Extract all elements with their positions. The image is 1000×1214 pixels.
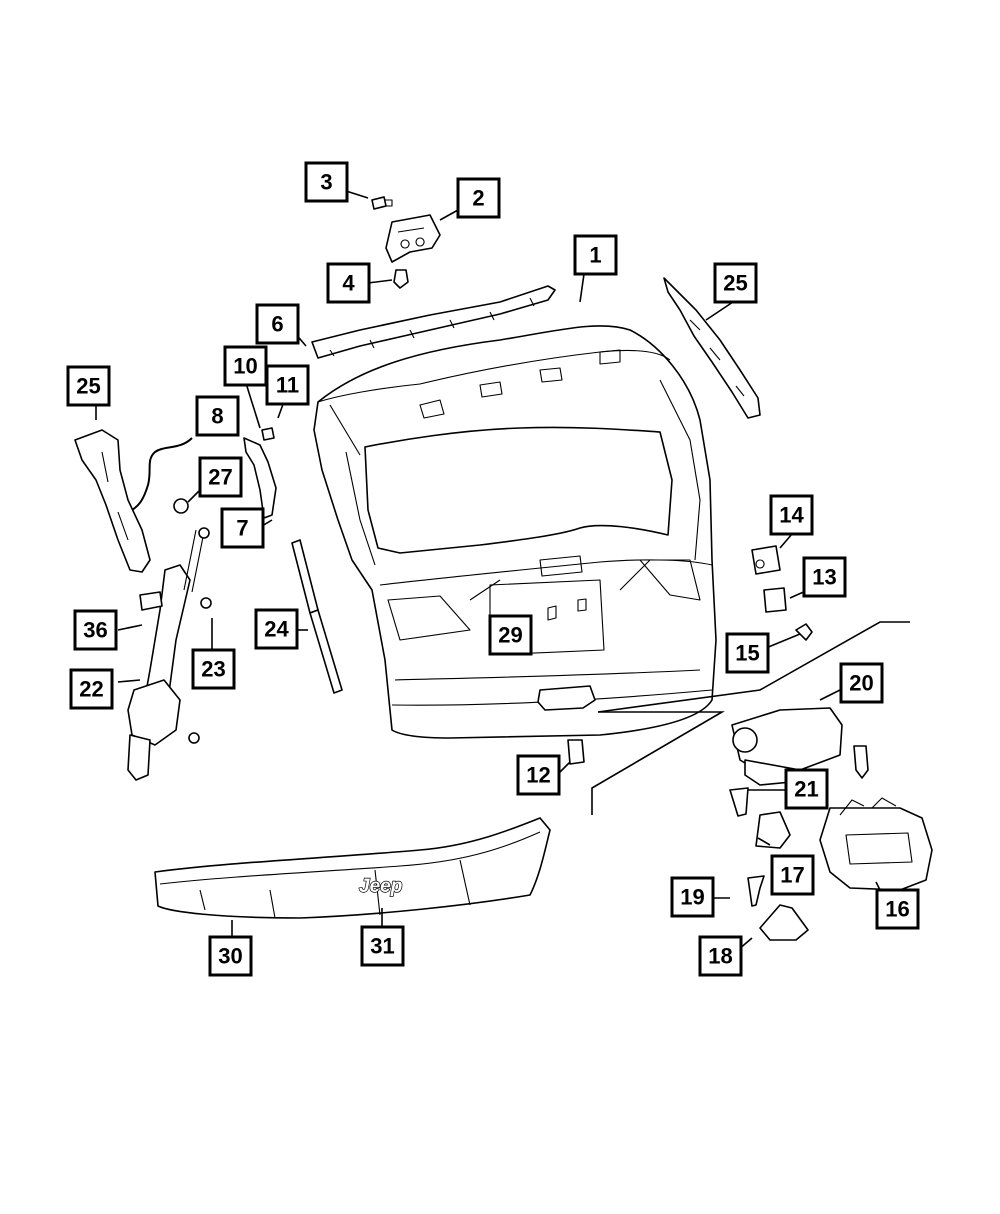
svg-text:15: 15 bbox=[735, 641, 759, 666]
wire-harness bbox=[131, 437, 193, 511]
bumper-15 bbox=[795, 623, 813, 641]
svg-text:25: 25 bbox=[723, 271, 747, 296]
callout-12: 12 bbox=[516, 754, 561, 796]
svg-text:11: 11 bbox=[276, 373, 299, 398]
svg-text:36: 36 bbox=[83, 618, 107, 643]
callout-22: 22 bbox=[69, 668, 114, 710]
svg-text:22: 22 bbox=[79, 677, 103, 702]
callout-23: 23 bbox=[191, 648, 236, 690]
svg-text:3: 3 bbox=[320, 170, 332, 195]
callout-6: 6 bbox=[255, 303, 300, 345]
callout-8: 8 bbox=[195, 395, 240, 437]
svg-text:1: 1 bbox=[589, 243, 601, 268]
svg-text:27: 27 bbox=[208, 465, 232, 490]
svg-text:10: 10 bbox=[233, 354, 257, 379]
base-plate-18 bbox=[759, 904, 809, 941]
svg-text:31: 31 bbox=[370, 934, 394, 959]
svg-text:7: 7 bbox=[236, 516, 248, 541]
callout-1: 1 bbox=[573, 234, 618, 276]
svg-text:29: 29 bbox=[498, 623, 522, 648]
callout-36: 36 bbox=[73, 609, 118, 651]
callout-25-right: 25 bbox=[713, 262, 758, 304]
callout-24: 24 bbox=[254, 608, 299, 650]
liftgate-panel bbox=[313, 325, 717, 739]
callout-21: 21 bbox=[784, 768, 829, 810]
svg-text:20: 20 bbox=[849, 671, 873, 696]
handle-assembly bbox=[819, 797, 933, 891]
callout-19: 19 bbox=[670, 876, 715, 918]
callout-14: 14 bbox=[769, 494, 814, 536]
striker bbox=[755, 811, 791, 849]
callout-15: 15 bbox=[725, 632, 770, 674]
upper-molding bbox=[311, 285, 556, 359]
latch-pin bbox=[729, 745, 869, 817]
detail-lines bbox=[591, 621, 910, 815]
callout-25-left: 25 bbox=[66, 365, 111, 407]
liftgate-actuator bbox=[127, 527, 210, 781]
bolt-23 bbox=[188, 597, 212, 744]
callout-13: 13 bbox=[802, 556, 847, 598]
right-strut-bracket bbox=[663, 277, 761, 419]
svg-text:12: 12 bbox=[526, 763, 550, 788]
svg-text:14: 14 bbox=[779, 503, 804, 528]
svg-text:18: 18 bbox=[708, 944, 732, 969]
bracket-7 bbox=[243, 437, 277, 519]
callout-3: 3 bbox=[304, 161, 349, 203]
hinge-bolt bbox=[371, 196, 393, 210]
callout-17: 17 bbox=[770, 854, 815, 896]
svg-text:17: 17 bbox=[780, 863, 804, 888]
callout-29: 29 bbox=[488, 614, 533, 656]
callout-18: 18 bbox=[698, 935, 743, 977]
clip-10 bbox=[261, 427, 275, 441]
svg-text:19: 19 bbox=[680, 885, 704, 910]
svg-text:21: 21 bbox=[794, 777, 818, 802]
callout-20: 20 bbox=[839, 662, 884, 704]
svg-text:25: 25 bbox=[76, 374, 100, 399]
emblem-text: Jeep bbox=[359, 876, 402, 897]
screw-19 bbox=[747, 875, 765, 907]
gas-strut-24 bbox=[291, 539, 343, 694]
light-housing-14 bbox=[751, 545, 781, 575]
gasket-13 bbox=[763, 587, 787, 613]
svg-text:8: 8 bbox=[211, 404, 223, 429]
left-strut-bracket bbox=[74, 429, 151, 573]
callout-27: 27 bbox=[198, 456, 243, 498]
callout-4: 4 bbox=[326, 262, 371, 304]
svg-text:16: 16 bbox=[885, 897, 909, 922]
svg-text:2: 2 bbox=[472, 186, 484, 211]
callout-11: 11 bbox=[265, 364, 310, 406]
callout-2: 2 bbox=[456, 177, 501, 219]
bumper-stop-12 bbox=[567, 739, 585, 765]
svg-text:30: 30 bbox=[218, 944, 242, 969]
hinge-nut bbox=[393, 269, 409, 289]
svg-text:4: 4 bbox=[342, 271, 355, 296]
callout-30: 30 bbox=[208, 935, 253, 977]
grommet bbox=[173, 498, 189, 514]
callout-10: 10 bbox=[223, 345, 268, 387]
callout-7: 7 bbox=[220, 507, 265, 549]
rear-spoiler bbox=[154, 817, 551, 919]
svg-text:13: 13 bbox=[812, 565, 836, 590]
callout-16: 16 bbox=[875, 888, 920, 930]
svg-text:23: 23 bbox=[201, 657, 225, 682]
liftgate-hinge bbox=[385, 214, 441, 263]
jeep-emblem: Jeep bbox=[358, 875, 403, 897]
svg-text:24: 24 bbox=[264, 617, 289, 642]
callout-31: 31 bbox=[360, 925, 405, 967]
svg-text:6: 6 bbox=[271, 312, 283, 337]
